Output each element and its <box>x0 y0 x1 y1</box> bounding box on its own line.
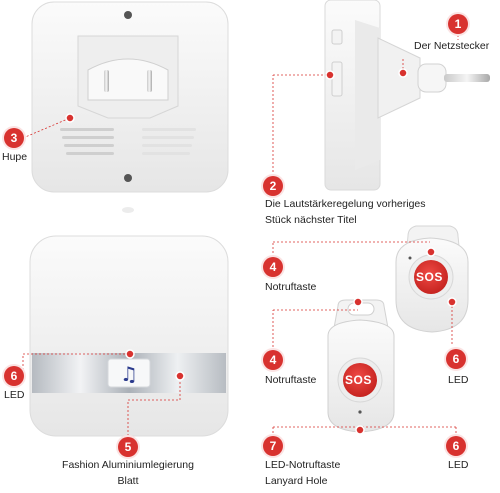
callout-label-aluminium-line2: Blatt <box>117 475 139 487</box>
svg-text:♫: ♫ <box>120 362 138 386</box>
callout-badge-6-receiver: 6 <box>4 366 24 386</box>
callout-label-aluminium-line1: Fashion Aluminiumlegierung <box>62 459 194 471</box>
receiver-side <box>324 0 490 191</box>
callout-label-horn: Hupe <box>2 151 28 163</box>
callout-label-emergency-b: Notruftaste <box>265 374 317 386</box>
callout-badge-7: 7 <box>263 436 283 456</box>
callout-label-lanyard-line2: Lanyard Hole <box>265 475 328 487</box>
callout-label-led-pendant-two: LED <box>448 459 469 471</box>
sos-label-pendant-one: SOS <box>416 270 443 284</box>
receiver-back <box>31 1 229 213</box>
callout-label-led-pendant-one: LED <box>448 374 469 386</box>
callout-label-volume-line1: Die Lautstärkeregelung vorheriges <box>265 198 426 210</box>
sos-label-pendant-two: SOS <box>345 373 372 387</box>
callout-badge-6-pendant-one: 6 <box>446 349 466 369</box>
callout-badge-1: 1 <box>448 14 468 34</box>
callout-label-lanyard-line1: LED-Notruftaste <box>265 459 341 471</box>
pendant-two <box>327 299 395 433</box>
callout-label-volume-line2: Stück nächster Titel <box>265 214 357 226</box>
callout-badge-3: 3 <box>4 128 24 148</box>
receiver-front: ♫ <box>29 235 229 437</box>
callout-label-plug: Der Netzstecker <box>414 40 490 52</box>
callout-badge-2: 2 <box>263 176 283 196</box>
callout-label-led-receiver: LED <box>4 389 25 401</box>
callout-badge-4b: 4 <box>263 350 283 370</box>
callout-label-emergency-a: Notruftaste <box>265 281 317 293</box>
callout-badge-6-pendant-two: 6 <box>446 436 466 456</box>
callout-badge-5: 5 <box>118 437 138 457</box>
callout-badge-4a: 4 <box>263 257 283 277</box>
